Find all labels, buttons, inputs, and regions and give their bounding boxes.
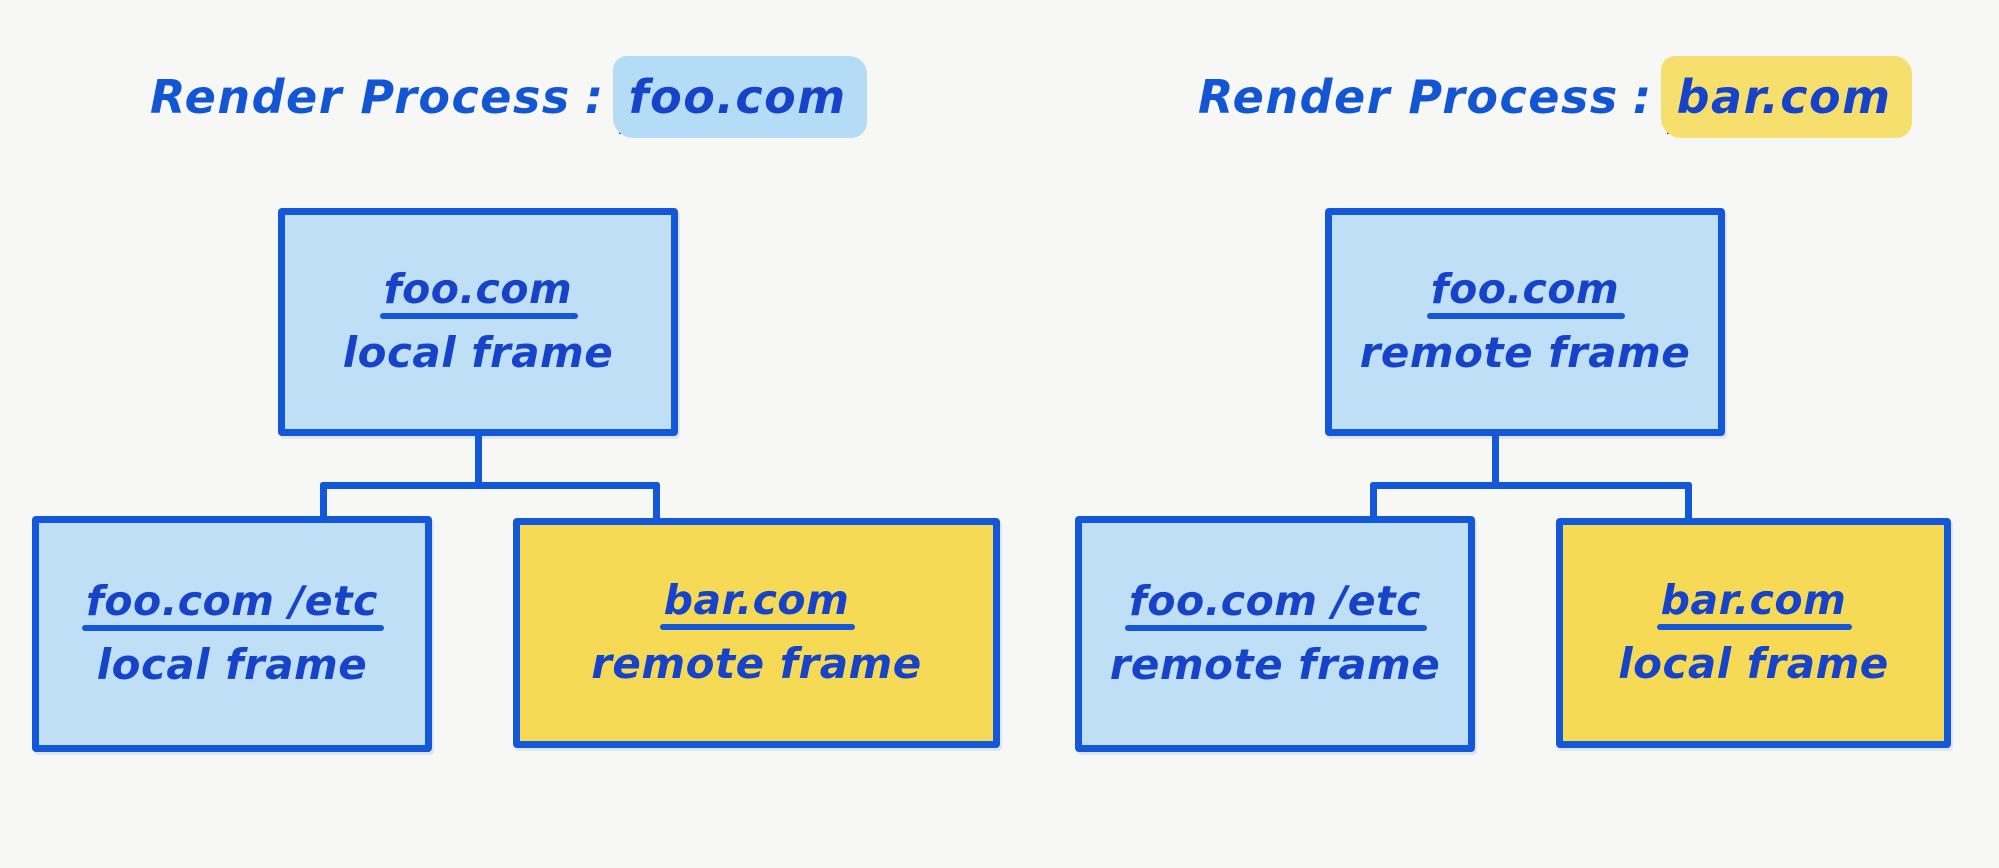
heading-right-domain-text: bar.com [1676, 70, 1892, 124]
node-right-child-2-kind: local frame [1618, 639, 1889, 689]
heading-right-separator: : [1632, 70, 1653, 124]
node-left-root[interactable]: foo.com local frame [278, 208, 678, 436]
heading-left-domain: foo.com [612, 56, 867, 138]
node-right-child-1-kind: remote frame [1109, 640, 1441, 690]
node-right-child-1[interactable]: foo.com /etc remote frame [1075, 516, 1475, 752]
node-right-root[interactable]: foo.com remote frame [1325, 208, 1725, 436]
node-left-root-kind: local frame [342, 328, 614, 378]
connector-right-drop-child2 [1685, 482, 1692, 522]
node-left-child-1-domain: foo.com /etc [82, 580, 384, 632]
node-right-root-domain: foo.com [1426, 268, 1626, 320]
heading-right-domain: bar.com [1660, 56, 1912, 138]
connector-left-drop-child1 [320, 482, 327, 522]
node-right-child-2[interactable]: bar.com local frame [1556, 518, 1951, 748]
connector-left-drop-child2 [653, 482, 660, 522]
node-left-child-2[interactable]: bar.com remote frame [513, 518, 1000, 748]
heading-left-separator: : [584, 70, 605, 124]
node-left-child-2-kind: remote frame [591, 639, 922, 689]
connector-left-stem [475, 430, 482, 488]
node-left-child-1-kind: local frame [96, 640, 368, 690]
heading-right: Render Process : bar.com [1198, 56, 1912, 138]
heading-left-label: Render Process [150, 70, 571, 124]
heading-left: Render Process : foo.com [150, 56, 867, 138]
connector-right-stem [1492, 434, 1499, 488]
heading-right-label: Render Process [1198, 70, 1619, 124]
connector-left-bar [320, 482, 660, 489]
node-left-child-2-domain: bar.com [659, 579, 855, 631]
node-left-child-1[interactable]: foo.com /etc local frame [32, 516, 432, 752]
node-right-root-kind: remote frame [1359, 328, 1691, 378]
connector-right-bar [1370, 482, 1692, 489]
node-right-child-2-domain: bar.com [1656, 579, 1852, 631]
node-right-child-1-domain: foo.com /etc [1125, 580, 1427, 632]
node-left-root-domain: foo.com [379, 268, 579, 320]
connector-right-drop-child1 [1370, 482, 1377, 522]
heading-left-domain-text: foo.com [628, 70, 847, 124]
